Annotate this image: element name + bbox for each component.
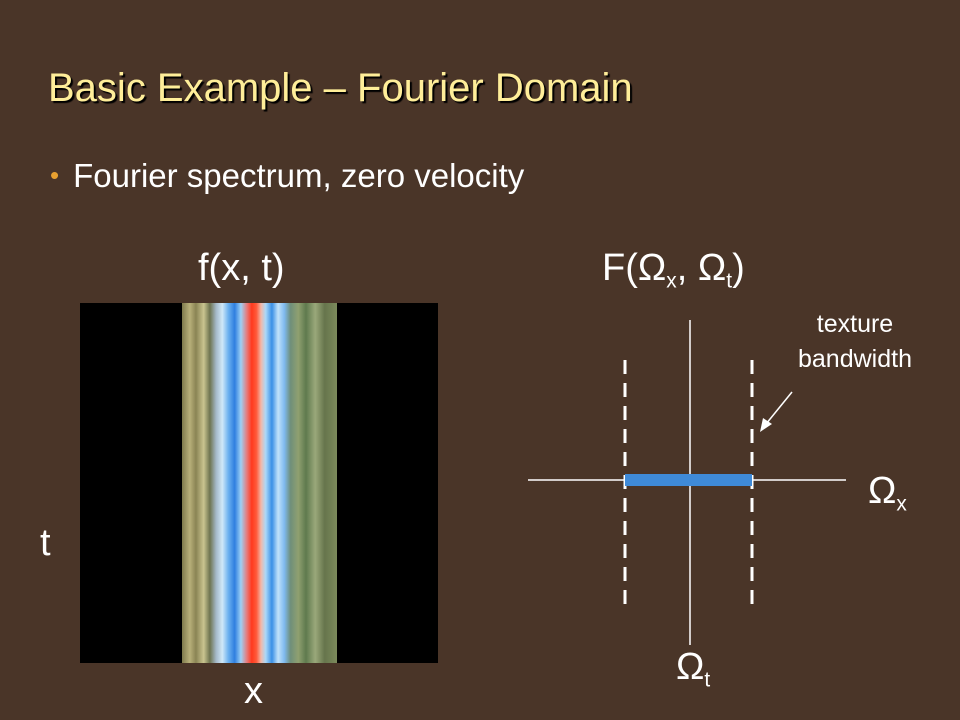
omega-t-symbol: Ω [676,646,705,688]
annotation-arrow [765,391,793,425]
space-axis-label: x [244,670,263,712]
spectrum-band [625,474,752,486]
fourier-label-sub-t: t [726,269,733,293]
fourier-function-label: F(Ωx, Ωt) [602,247,745,293]
annotation-line-2: bandwidth [798,345,912,373]
texture-bandwidth-annotation: texture bandwidth [770,310,940,374]
bullet-text: Fourier spectrum, zero velocity [73,157,525,194]
fourier-label-prefix: F(Ω [602,247,667,289]
time-axis-label: t [40,522,51,564]
omega-x-subscript: x [896,492,907,516]
slide-title: Basic Example – Fourier Domain [48,66,633,110]
fourier-label-sub-x: x [666,269,677,293]
bullet-dot-icon: • [50,160,60,190]
texture-stripes [182,303,337,663]
bullet-item: • Fourier spectrum, zero velocity [50,157,524,195]
omega-t-subscript: t [704,668,711,692]
fourier-label-mid: , Ω [676,247,727,289]
omega-x-symbol: Ω [868,470,897,512]
fourier-label-suffix: ) [732,247,745,289]
annotation-line-1: texture [816,310,894,338]
omega-t-label: Ωt [676,646,710,692]
spatial-function-label: f(x, t) [198,247,285,289]
omega-x-label: Ωx [868,470,907,516]
annotation-arrowhead [760,418,772,432]
